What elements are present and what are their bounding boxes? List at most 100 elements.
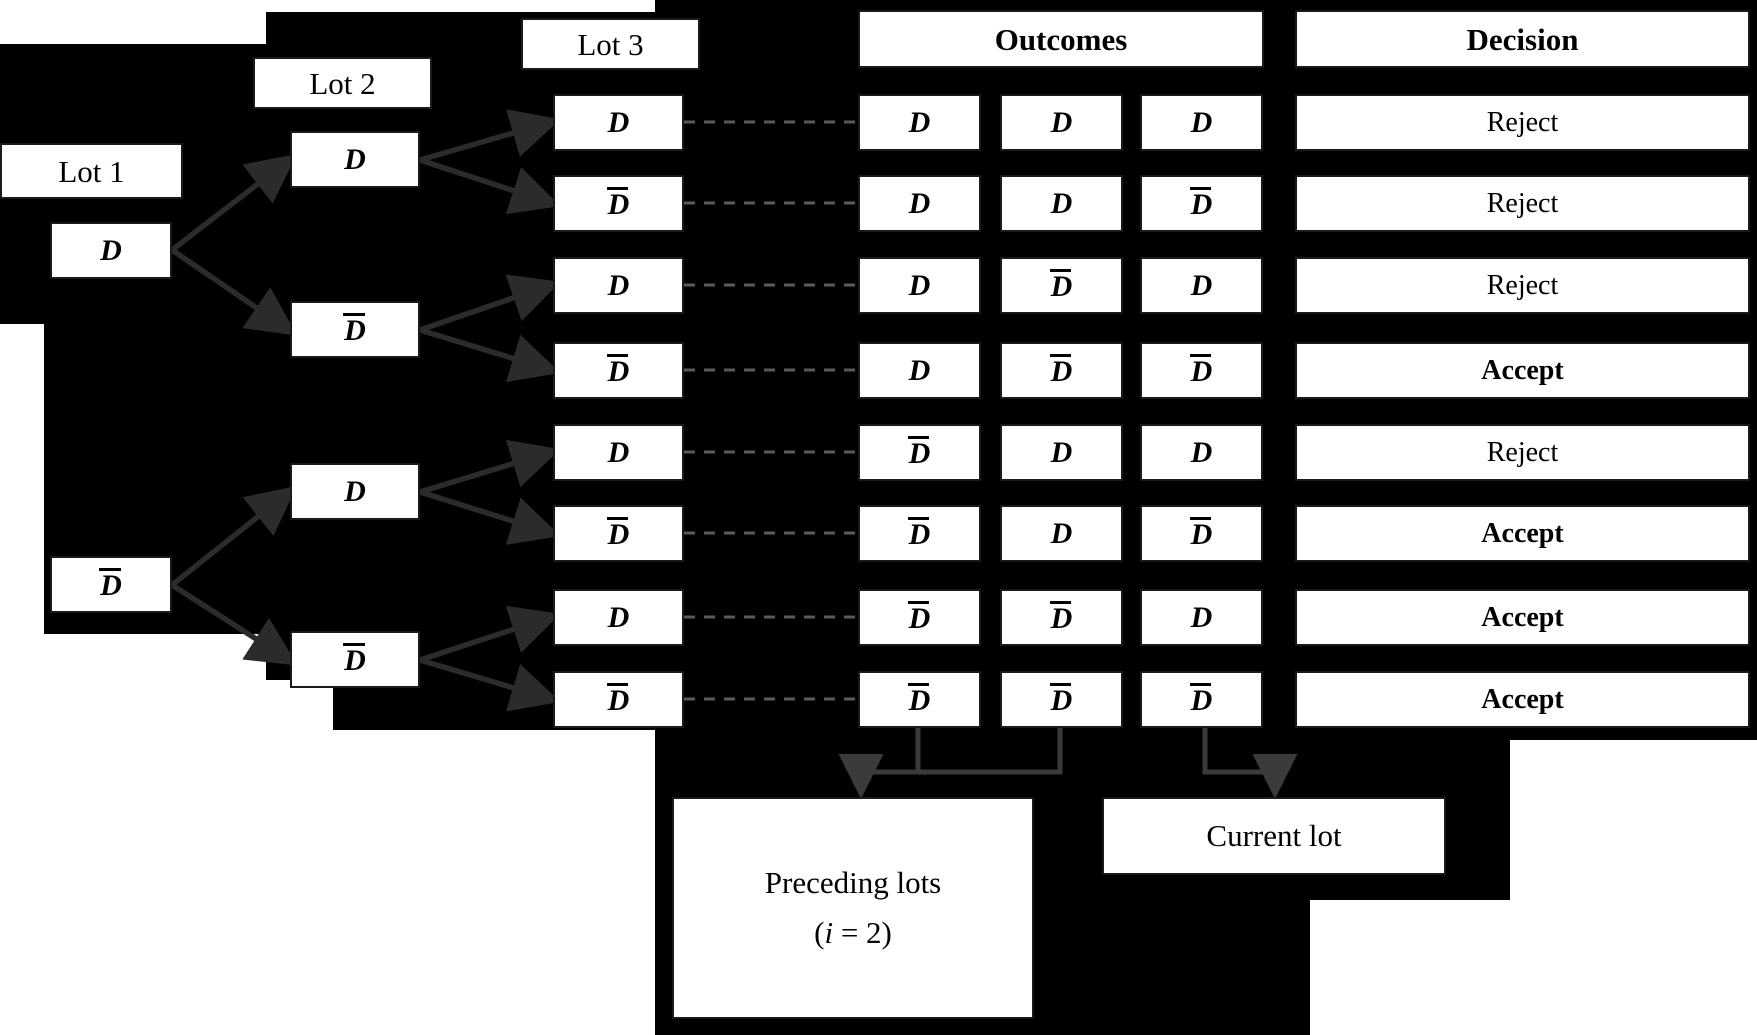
- outcome-cell-r4-c3: D: [1140, 342, 1263, 399]
- node-symbol-bar: D: [907, 436, 931, 470]
- node-symbol-bar: D: [343, 643, 366, 677]
- tree-node-lot2-2[interactable]: D: [290, 301, 420, 358]
- outcome-cell-r8-c3: D: [1140, 671, 1263, 728]
- node-symbol: D: [344, 142, 366, 176]
- node-symbol: D: [607, 435, 630, 469]
- node-symbol: D: [607, 105, 630, 139]
- node-symbol: D: [1050, 435, 1073, 469]
- node-symbol: D: [1190, 268, 1213, 302]
- decision-label: Reject: [1486, 269, 1559, 301]
- outcome-cell-r2-c3: D: [1140, 175, 1263, 232]
- node-symbol: D: [344, 474, 366, 508]
- node-symbol-bar: D: [1049, 601, 1073, 635]
- outcome-cell-r4-c1: D: [858, 342, 981, 399]
- decision-label: Accept: [1481, 517, 1564, 549]
- current-lot-box: Current lot: [1102, 797, 1446, 875]
- outcome-cell-r6-c1: D: [858, 505, 981, 562]
- decision-label: Accept: [1481, 354, 1564, 386]
- node-symbol: D: [607, 600, 630, 634]
- node-symbol-bar: D: [343, 313, 366, 347]
- tree-node-lot2-4[interactable]: D: [290, 631, 420, 688]
- outcome-cell-r3-c1: D: [858, 257, 981, 314]
- outcome-cell-r7-c2: D: [1000, 589, 1123, 646]
- node-symbol: D: [1190, 105, 1213, 139]
- decision-cell-r5: Reject: [1295, 424, 1750, 481]
- outcome-cell-r3-c3: D: [1140, 257, 1263, 314]
- node-symbol-bar: D: [907, 517, 931, 551]
- preceding-lots-index: (i = 2): [814, 915, 892, 950]
- tree-node-lot1-1[interactable]: D: [50, 222, 172, 279]
- node-symbol-bar: D: [606, 354, 630, 388]
- decision-label: Reject: [1486, 106, 1559, 138]
- node-symbol-bar: D: [1189, 354, 1213, 388]
- node-symbol: D: [908, 268, 931, 302]
- node-symbol-bar: D: [99, 568, 122, 602]
- node-symbol: D: [908, 186, 931, 220]
- tree-node-lot3-1[interactable]: D: [553, 94, 684, 151]
- header-outcomes: Outcomes: [858, 10, 1264, 68]
- tree-node-lot3-8[interactable]: D: [553, 671, 684, 728]
- node-symbol: D: [1190, 435, 1213, 469]
- header-decision: Decision: [1295, 10, 1750, 68]
- node-symbol: D: [1050, 186, 1073, 220]
- node-symbol-bar: D: [1189, 517, 1213, 551]
- node-symbol-bar: D: [1049, 269, 1073, 303]
- outcome-cell-r1-c3: D: [1140, 94, 1263, 151]
- decision-cell-r4: Accept: [1295, 342, 1750, 399]
- tree-node-lot2-3[interactable]: D: [290, 463, 420, 520]
- node-symbol-bar: D: [907, 601, 931, 635]
- decision-cell-r3: Reject: [1295, 257, 1750, 314]
- tree-node-lot3-2[interactable]: D: [553, 175, 684, 232]
- outcome-cell-r2-c1: D: [858, 175, 981, 232]
- outcome-cell-r2-c2: D: [1000, 175, 1123, 232]
- node-symbol: D: [1190, 600, 1213, 634]
- decision-label: Accept: [1481, 601, 1564, 633]
- decision-label: Accept: [1481, 683, 1564, 715]
- decision-cell-r2: Reject: [1295, 175, 1750, 232]
- header-lot2: Lot 2: [253, 57, 432, 109]
- header-lot3: Lot 3: [521, 18, 700, 70]
- node-symbol-bar: D: [1049, 683, 1073, 717]
- decision-cell-r6: Accept: [1295, 505, 1750, 562]
- tree-node-lot3-4[interactable]: D: [553, 342, 684, 399]
- node-symbol: D: [908, 353, 931, 387]
- decision-cell-r7: Accept: [1295, 589, 1750, 646]
- node-symbol-bar: D: [907, 683, 931, 717]
- tree-node-lot1-2[interactable]: D: [50, 556, 172, 613]
- tree-node-lot3-6[interactable]: D: [553, 505, 684, 562]
- outcome-cell-r1-c1: D: [858, 94, 981, 151]
- header-lot1: Lot 1: [0, 143, 183, 199]
- outcome-cell-r7-c3: D: [1140, 589, 1263, 646]
- current-lot-label: Current lot: [1206, 818, 1342, 853]
- outcome-cell-r1-c2: D: [1000, 94, 1123, 151]
- outcome-cell-r5-c3: D: [1140, 424, 1263, 481]
- outcome-cell-r8-c2: D: [1000, 671, 1123, 728]
- decision-label: Reject: [1486, 436, 1559, 468]
- node-symbol: D: [1050, 105, 1073, 139]
- node-symbol-bar: D: [1189, 683, 1213, 717]
- decision-cell-r8: Accept: [1295, 671, 1750, 728]
- decision-label: Reject: [1486, 187, 1559, 219]
- node-symbol: D: [607, 268, 630, 302]
- outcome-cell-r8-c1: D: [858, 671, 981, 728]
- outcome-cell-r6-c3: D: [1140, 505, 1263, 562]
- node-symbol: D: [908, 105, 931, 139]
- tree-node-lot3-7[interactable]: D: [553, 589, 684, 646]
- node-symbol-bar: D: [606, 187, 630, 221]
- tree-node-lot2-1[interactable]: D: [290, 131, 420, 188]
- node-symbol: D: [100, 233, 122, 267]
- outcome-cell-r3-c2: D: [1000, 257, 1123, 314]
- node-symbol-bar: D: [1189, 187, 1213, 221]
- tree-node-lot3-5[interactable]: D: [553, 424, 684, 481]
- node-symbol-bar: D: [1049, 354, 1073, 388]
- node-symbol-bar: D: [606, 517, 630, 551]
- preceding-lots-box: Preceding lots (i = 2): [672, 797, 1034, 1019]
- node-symbol-bar: D: [606, 683, 630, 717]
- decision-cell-r1: Reject: [1295, 94, 1750, 151]
- tree-node-lot3-3[interactable]: D: [553, 257, 684, 314]
- outcome-cell-r6-c2: D: [1000, 505, 1123, 562]
- preceding-lots-label: Preceding lots: [764, 865, 942, 900]
- outcome-cell-r7-c1: D: [858, 589, 981, 646]
- node-symbol: D: [1050, 516, 1073, 550]
